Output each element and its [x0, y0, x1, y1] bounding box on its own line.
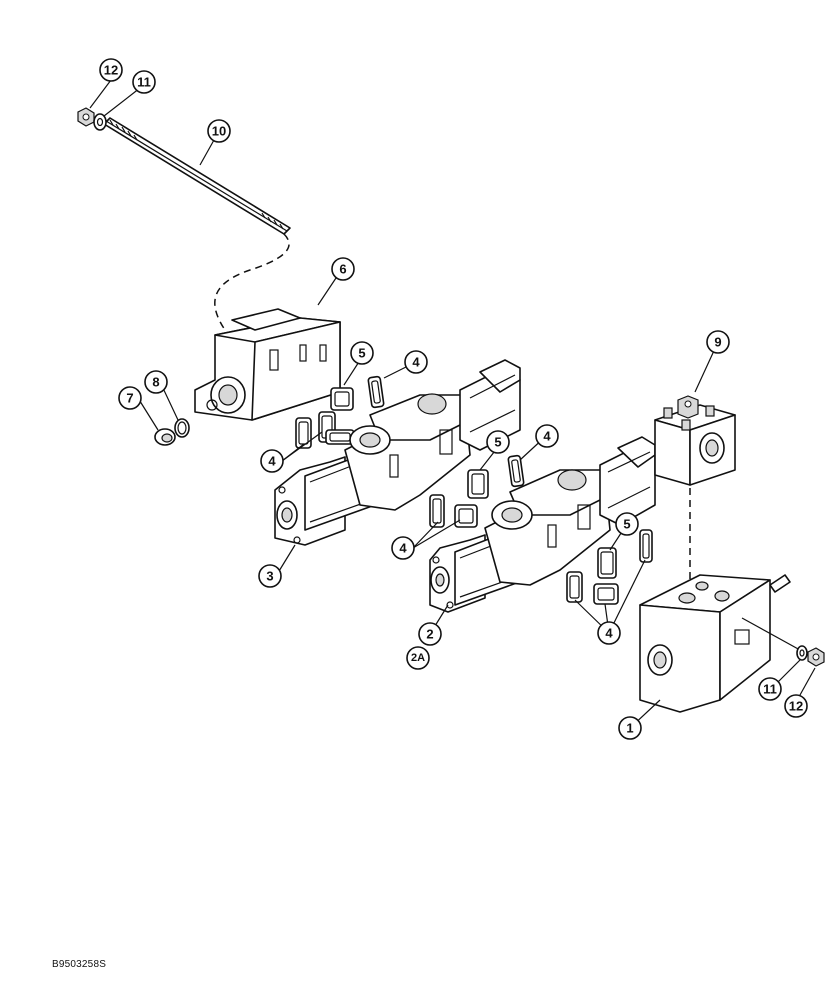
callout-5-lower: 5	[615, 512, 639, 536]
callout-12-bottom: 12	[784, 694, 808, 718]
end-section-part-6	[194, 308, 341, 421]
valve-section-part-3	[274, 359, 521, 546]
svg-text:6: 6	[339, 262, 346, 277]
svg-text:12: 12	[789, 699, 803, 714]
callout-4-middle-right: 4	[535, 424, 559, 448]
relief-block-part-9	[654, 395, 736, 486]
rod-path-dashed	[214, 233, 290, 331]
callout-2a: 2A	[406, 646, 430, 670]
callout-1: 1	[618, 716, 642, 740]
callout-4-lower: 4	[597, 621, 621, 645]
inlet-section-part-1	[639, 574, 801, 713]
seal-set-upper	[295, 375, 385, 449]
washer-part-11-top	[93, 113, 107, 131]
svg-text:1: 1	[626, 721, 633, 736]
svg-text:9: 9	[714, 335, 721, 350]
svg-text:2A: 2A	[411, 652, 425, 664]
washer-part-11-bottom	[796, 645, 808, 661]
svg-text:4: 4	[399, 541, 407, 556]
callout-11-top: 11	[132, 70, 156, 94]
callout-9: 9	[706, 330, 730, 354]
seal-set-lower	[566, 529, 653, 605]
svg-text:5: 5	[494, 435, 501, 450]
svg-text:4: 4	[605, 626, 613, 641]
tie-rod-part-10	[103, 117, 291, 235]
callout-5-upper: 5	[350, 341, 374, 365]
svg-text:2: 2	[426, 627, 433, 642]
callout-2: 2	[418, 622, 442, 646]
callout-4-upper-left: 4	[260, 449, 284, 473]
svg-text:11: 11	[763, 682, 777, 697]
svg-text:10: 10	[212, 124, 226, 139]
o-ring-part-8	[174, 418, 190, 438]
callout-10: 10	[207, 119, 231, 143]
seal-set-middle	[429, 454, 525, 528]
valve-section-part-2	[429, 436, 656, 613]
callout-3: 3	[258, 564, 282, 588]
svg-text:5: 5	[623, 517, 630, 532]
svg-text:4: 4	[412, 355, 420, 370]
svg-text:3: 3	[266, 569, 273, 584]
callout-12-top: 12	[99, 58, 123, 82]
figure-id-label: B9503258S	[52, 959, 107, 970]
callout-6: 6	[331, 257, 355, 281]
svg-text:11: 11	[137, 75, 151, 90]
callout-5-middle: 5	[486, 430, 510, 454]
callout-11-bottom: 11	[758, 677, 782, 701]
nut-part-12-top	[77, 107, 95, 127]
svg-text:5: 5	[358, 346, 365, 361]
svg-text:8: 8	[152, 375, 159, 390]
callout-8: 8	[144, 370, 168, 394]
svg-text:4: 4	[268, 454, 276, 469]
nut-part-12-bottom	[807, 647, 825, 667]
svg-text:7: 7	[126, 391, 133, 406]
callout-4-upper-right: 4	[404, 350, 428, 374]
svg-text:4: 4	[543, 429, 551, 444]
callout-7: 7	[118, 386, 142, 410]
callout-4-middle-left: 4	[391, 536, 415, 560]
plug-part-7	[154, 428, 176, 446]
svg-text:12: 12	[104, 63, 118, 78]
